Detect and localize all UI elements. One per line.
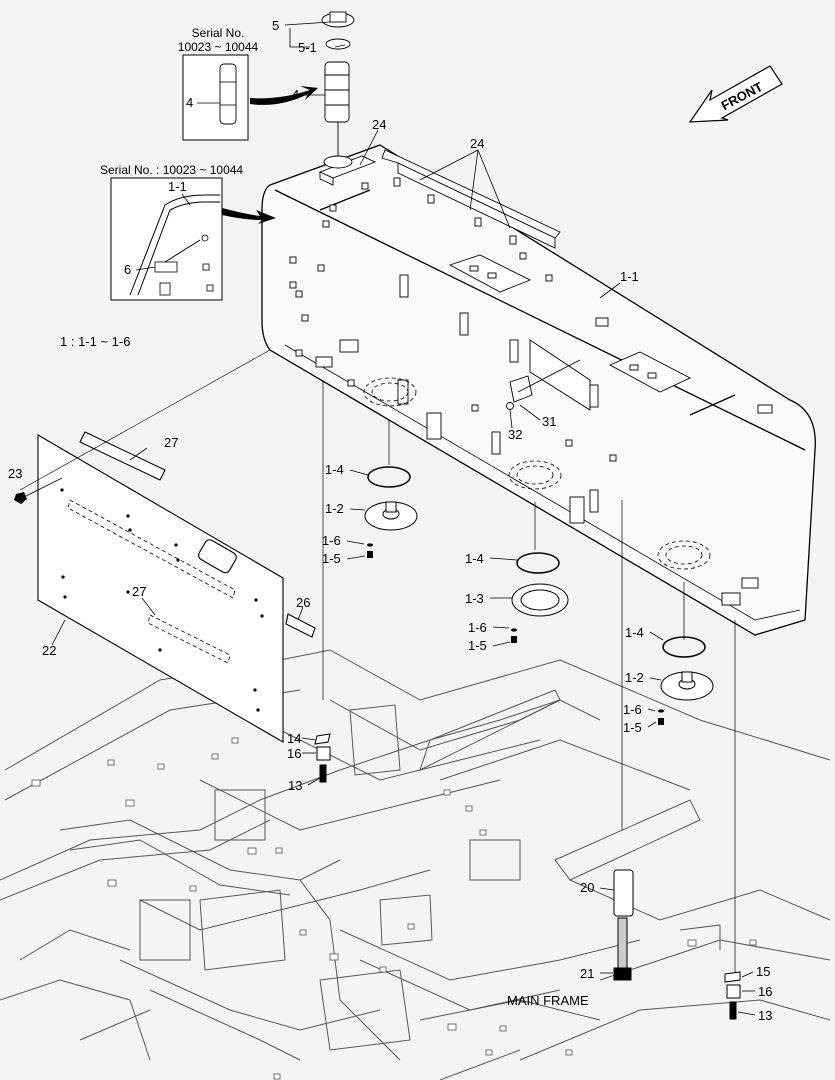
fuel-sender-assembly — [321, 11, 355, 169]
assembly-center-lines — [19, 349, 736, 975]
assembly-note: 1 : 1-1 ~ 1-6 — [60, 334, 130, 349]
callout-1-4-a: 1-4 — [325, 462, 344, 477]
serial-left-line1: Serial No. : 10023 ~ 10044 — [100, 163, 243, 177]
o-rings — [367, 466, 706, 658]
callout-1-4-b: 1-4 — [465, 551, 484, 566]
callout-1-6-b: 1-6 — [468, 620, 487, 635]
callout-1-4-c: 1-4 — [625, 625, 644, 640]
flange-covers — [364, 501, 714, 701]
callout-16-right: 16 — [758, 984, 772, 999]
callout-13-right: 13 — [758, 1008, 772, 1023]
main-frame — [0, 649, 831, 1080]
bolt-23 — [14, 477, 63, 504]
callout-1-5-a: 1-5 — [322, 551, 341, 566]
callout-1-6-a: 1-6 — [322, 533, 341, 548]
callout-1-2-c: 1-2 — [625, 670, 644, 685]
panel-bolt-holes — [60, 488, 264, 712]
callout-23: 23 — [8, 466, 22, 481]
tank-openings — [363, 377, 711, 570]
callout-31: 31 — [542, 414, 556, 429]
fuel-tank-details — [289, 182, 773, 606]
mount-parts — [314, 733, 741, 1020]
callout-5: 5 — [272, 18, 279, 33]
callout-leaders — [51, 21, 756, 1016]
bracket-31-32 — [506, 359, 581, 410]
callout-13-left: 13 — [288, 778, 302, 793]
callout-1-5-c: 1-5 — [623, 720, 642, 735]
callout-14: 14 — [287, 731, 301, 746]
callout-24-left: 24 — [372, 117, 386, 132]
callout-22: 22 — [42, 643, 56, 658]
serial-top-line2: 10023 ~ 10044 — [178, 40, 259, 54]
callout-32: 32 — [508, 427, 522, 442]
callout-1-2-a: 1-2 — [325, 501, 344, 516]
serial-box-top: Serial No. 10023 ~ 10044 4 — [178, 26, 318, 141]
callout-27-top: 27 — [164, 435, 178, 450]
callout-4: 4 — [292, 87, 299, 102]
callout-27-bottom: 27 — [132, 584, 146, 599]
top-bracket-24 — [318, 149, 561, 249]
small-bolts-washers — [367, 543, 664, 725]
callout-1-6-c: 1-6 — [623, 702, 642, 717]
callout-4-box: 4 — [186, 95, 193, 110]
main-frame-label: MAIN FRAME — [507, 993, 589, 1008]
callout-6-box: 6 — [124, 262, 131, 277]
callout-26: 26 — [296, 595, 310, 610]
callout-1-3: 1-3 — [465, 591, 484, 606]
callout-1-1: 1-1 — [620, 269, 639, 284]
serial-top-line1: Serial No. — [192, 26, 245, 40]
callout-labels: 5 5-1 4 24 24 1-1 31 32 27 23 27 26 22 1… — [8, 18, 772, 1023]
callout-16-left: 16 — [287, 746, 301, 761]
fuel-tank-body — [261, 144, 816, 636]
callout-1-5-b: 1-5 — [468, 638, 487, 653]
callout-24-right: 24 — [470, 136, 484, 151]
callout-5-1: 5-1 — [298, 40, 317, 55]
callout-15: 15 — [756, 964, 770, 979]
callout-20: 20 — [580, 880, 594, 895]
front-arrow-icon: FRONT — [688, 65, 783, 123]
main-frame-bolts — [31, 737, 757, 1080]
side-cover-panel — [37, 431, 316, 743]
callout-21: 21 — [580, 966, 594, 981]
serial-box-left: Serial No. : 10023 ~ 10044 1-1 6 — [100, 163, 276, 301]
callout-1-1-box: 1-1 — [168, 179, 187, 194]
